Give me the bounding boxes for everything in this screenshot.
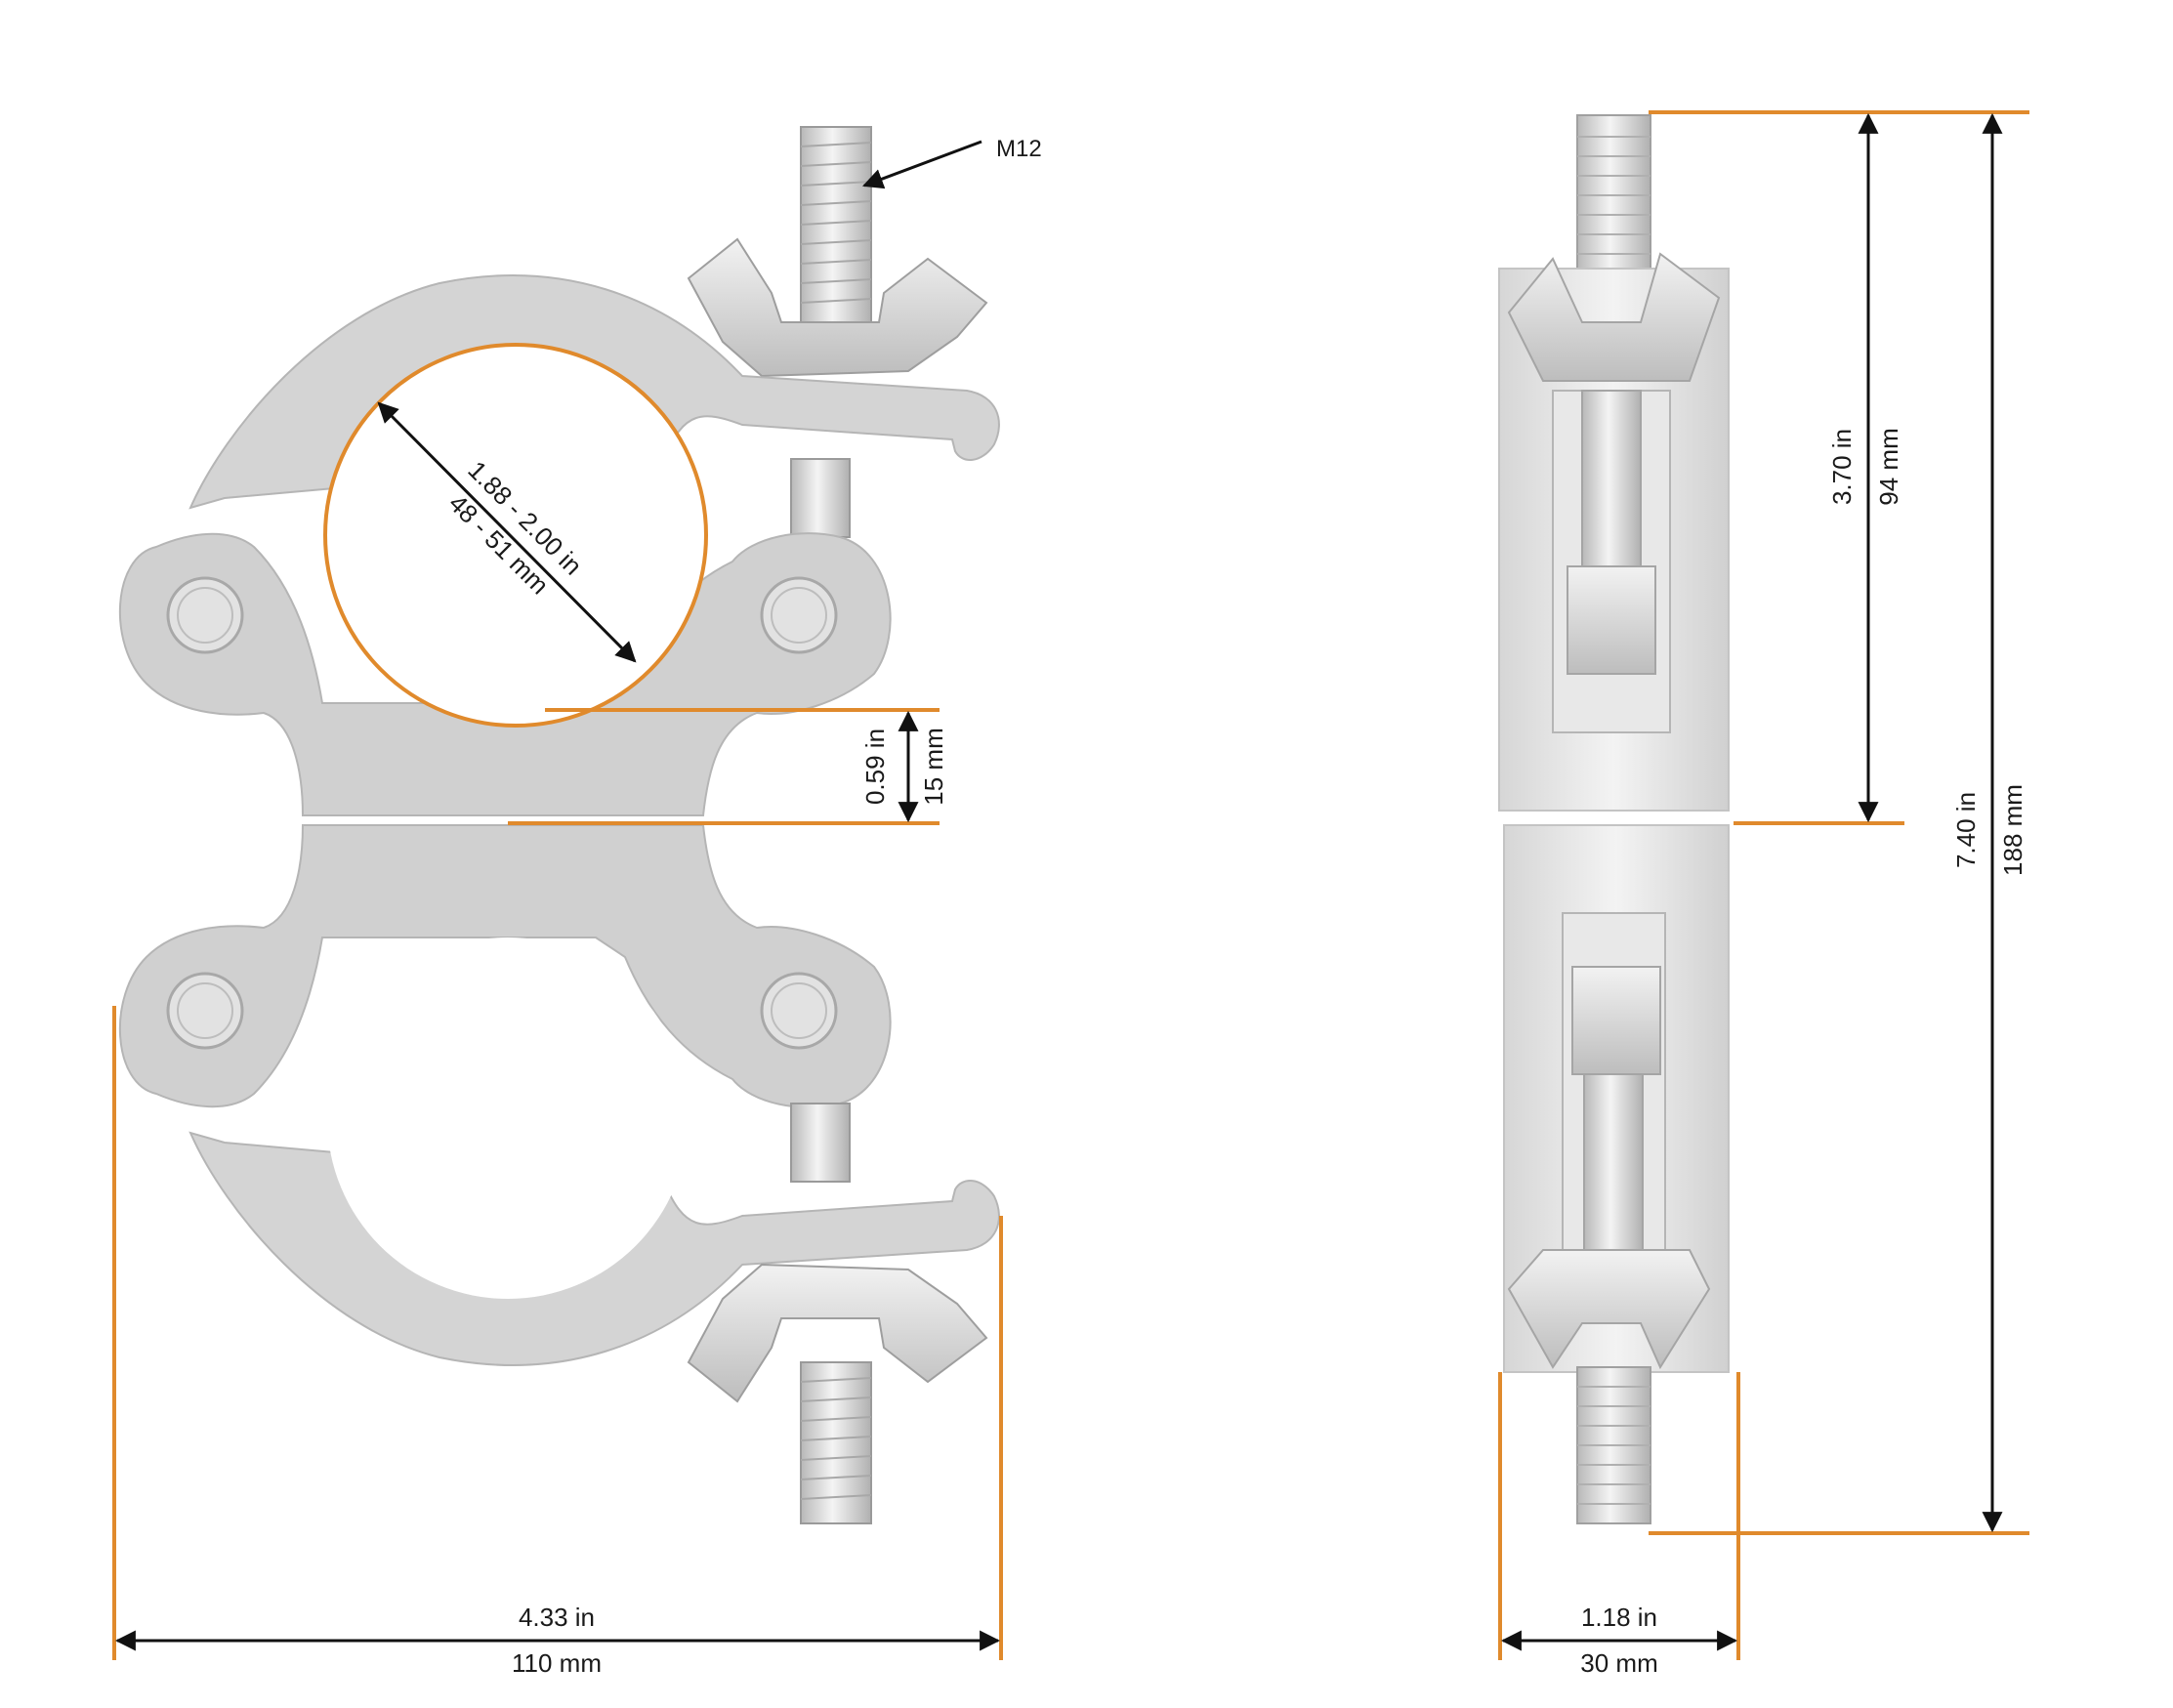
side-lower-wing-nut [1507,1249,1711,1370]
side-width-mm-label: 30 mm [1580,1648,1657,1678]
side-upper-stem [1581,390,1642,567]
upper-right-pivot [760,576,838,654]
upper-clamp-body [118,532,892,816]
lower-right-pivot-ring [771,982,827,1039]
dimension-lines [112,110,2029,1660]
lower-left-pivot-ring [177,982,233,1039]
lower-wing-nut [687,1263,988,1403]
upper-tube-hole [323,343,708,728]
lower-tube-hole [327,937,689,1299]
thread-callout-leader [862,140,982,189]
side-width-in-label: 1.18 in [1581,1603,1657,1632]
upper-bolt-stem [790,458,851,538]
side-lower-nut [1571,966,1661,1075]
half-height-mm-label: 94 mm [1874,428,1903,505]
tube-diameter-arrow [377,401,637,663]
side-view [1498,114,1730,1524]
total-height-mm-label: 188 mm [1998,784,2027,876]
thread-callout-label: M12 [996,136,1042,162]
gap-mm-label: 15 mm [919,728,948,805]
side-upper-wing-nut [1507,252,1721,382]
upper-bolt-ridges [800,142,872,304]
front-width-in-label: 4.33 in [519,1603,595,1632]
upper-wing-nut [687,237,988,378]
upper-right-pivot-ring [771,587,827,644]
half-height-in-label: 3.70 in [1827,429,1857,505]
side-upper-nut [1567,565,1656,675]
upper-left-pivot-ring [177,587,233,644]
gap-in-label: 0.59 in [860,729,890,805]
lower-left-pivot [166,972,244,1050]
side-lower-stem [1583,1073,1644,1261]
lower-clamp-body [118,824,892,1108]
dimension-arrows [114,112,2003,1651]
total-height-in-label: 7.40 in [1951,792,1981,868]
lower-bolt-stem [790,1103,851,1183]
upper-left-pivot [166,576,244,654]
side-lower-ridges [1577,1386,1651,1505]
lower-right-pivot [760,972,838,1050]
front-width-mm-label: 110 mm [512,1648,602,1678]
lower-bolt-ridges [800,1377,872,1500]
